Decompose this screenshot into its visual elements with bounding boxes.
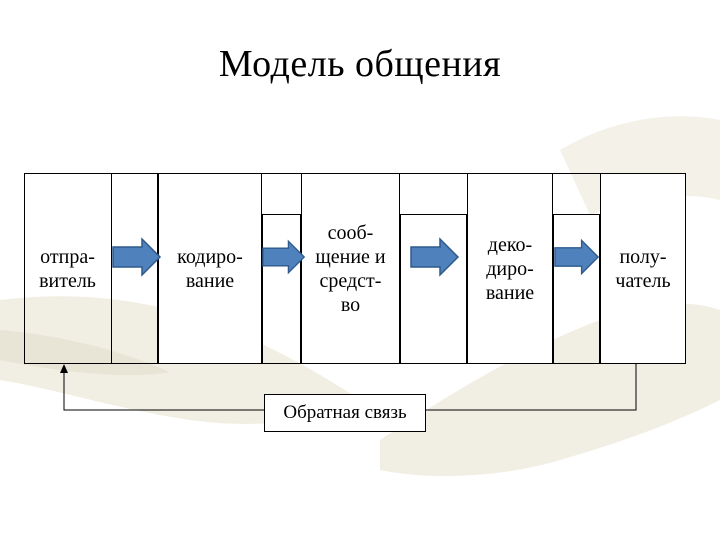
stage-decoding: деко- диро- вание — [467, 173, 553, 364]
stage-encoding-label: кодиро- вание — [177, 245, 243, 293]
stage-sender-label: отпра- витель — [39, 245, 96, 293]
right-arrow-icon — [410, 237, 460, 277]
right-arrow-icon — [554, 237, 600, 277]
feedback-box: Обратная связь — [264, 394, 426, 432]
page-title: Модель общения — [0, 42, 720, 86]
stage-message-label: сооб- щение и средст- во — [315, 221, 385, 317]
stage-message: сооб- щение и средст- во — [301, 173, 400, 364]
stage-decoding-label: деко- диро- вание — [486, 233, 534, 305]
stage-sender: отпра- витель — [24, 173, 111, 364]
stage-receiver: полу- чатель — [600, 173, 686, 364]
stage-encoding: кодиро- вание — [158, 173, 262, 364]
right-arrow-icon — [262, 237, 306, 277]
right-arrow-icon — [112, 237, 162, 277]
stage-receiver-label: полу- чатель — [615, 245, 670, 293]
